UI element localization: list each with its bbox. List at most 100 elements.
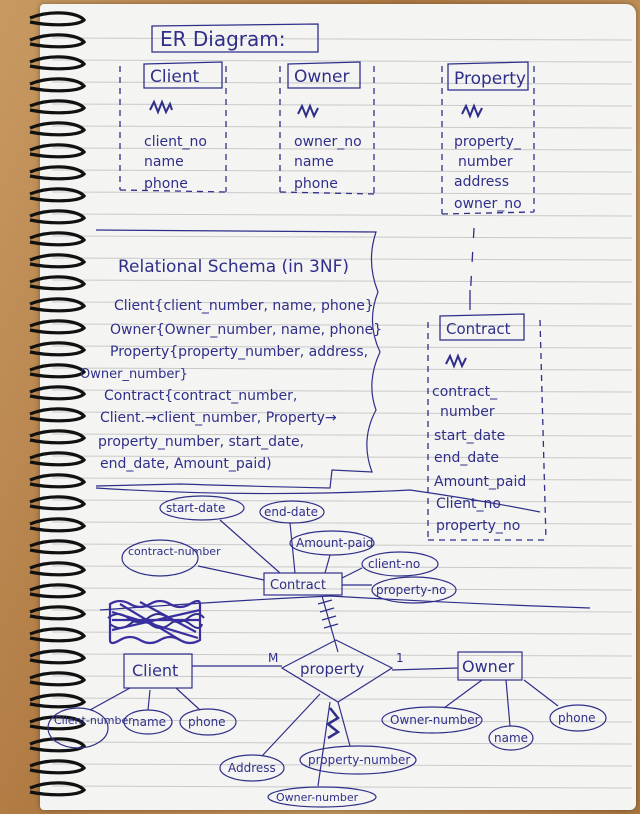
client-field-3: phone bbox=[144, 176, 188, 192]
spiral-coil bbox=[29, 583, 87, 599]
ruled-lines bbox=[51, 37, 633, 789]
contract-field-3: start_date bbox=[434, 428, 505, 444]
spiral-coil bbox=[29, 737, 87, 753]
ruled-line bbox=[51, 235, 633, 239]
spiral-coil bbox=[29, 539, 87, 555]
ruled-line bbox=[51, 81, 633, 85]
ruled-line bbox=[51, 719, 633, 723]
spiral-coil bbox=[29, 451, 87, 467]
spiral-coil bbox=[29, 693, 87, 709]
schema-heading: Relational Schema (in 3NF) bbox=[118, 257, 349, 277]
ruled-line bbox=[51, 323, 633, 327]
contract-field-1: contract_ bbox=[432, 384, 498, 400]
spiral-coil bbox=[29, 143, 87, 159]
ruled-line bbox=[51, 301, 633, 305]
spiral-coil bbox=[29, 33, 87, 49]
entity-property-title: Property bbox=[454, 69, 526, 89]
attr-property-number: property-number bbox=[308, 753, 410, 767]
ruled-line bbox=[51, 763, 633, 767]
spiral-coil bbox=[29, 473, 87, 489]
relationship-label: property bbox=[300, 660, 364, 678]
ruled-line bbox=[51, 125, 633, 129]
scribbled-out-word bbox=[108, 599, 202, 645]
schema-line-7: property_number, start_date, bbox=[98, 434, 304, 450]
attr-client-no: client-no bbox=[368, 557, 420, 571]
entity-owner-title: Owner bbox=[294, 67, 350, 87]
spiral-coil bbox=[29, 671, 87, 687]
contract-entity-title: Contract bbox=[446, 320, 511, 338]
spiral-coil bbox=[29, 187, 87, 203]
schema-line-6: Client.→client_number, Property→ bbox=[100, 410, 337, 426]
ruled-line bbox=[51, 675, 633, 679]
ruled-line bbox=[51, 103, 633, 107]
ruled-line bbox=[51, 147, 633, 151]
client-field-1: client_no bbox=[144, 134, 207, 150]
attr-property-owner-number: Owner-number bbox=[276, 791, 359, 804]
ruled-line bbox=[51, 411, 633, 415]
owner-box-label: Owner bbox=[462, 657, 515, 676]
ruled-line bbox=[51, 367, 633, 371]
cardinality-m: M bbox=[268, 651, 278, 665]
contract-field-4: end_date bbox=[434, 450, 499, 466]
page-title: ER Diagram: bbox=[160, 27, 286, 51]
spiral-coil bbox=[29, 99, 87, 115]
attr-client-number: Client-number bbox=[54, 714, 133, 727]
attr-contract-number: contract-number bbox=[128, 545, 221, 558]
schema-frame bbox=[95, 229, 381, 489]
spiral-coil bbox=[29, 407, 87, 423]
property-field-3: address bbox=[454, 174, 509, 190]
contract-box-label: Contract bbox=[270, 578, 326, 593]
ruled-line bbox=[51, 345, 633, 349]
schema-line-5: Contract{contract_number, bbox=[104, 388, 297, 404]
spiral-coil bbox=[29, 55, 87, 71]
property-field-2: number bbox=[458, 154, 513, 170]
ruled-line bbox=[51, 631, 633, 635]
schema-line-8: end_date, Amount_paid) bbox=[100, 456, 272, 472]
ruled-line bbox=[51, 543, 633, 547]
spiral-coil bbox=[29, 363, 87, 379]
spiral-coil bbox=[29, 209, 87, 225]
ruled-line bbox=[51, 37, 633, 41]
attr-owner-name: name bbox=[494, 731, 528, 745]
ruled-line bbox=[51, 389, 633, 393]
property-field-1: property_ bbox=[454, 134, 522, 150]
ruled-line bbox=[51, 257, 633, 261]
ruled-line bbox=[51, 59, 633, 63]
ruled-line bbox=[51, 609, 633, 613]
attr-start-date: start-date bbox=[166, 501, 225, 515]
attr-owner-number: Owner-number bbox=[390, 713, 480, 727]
ruled-line bbox=[51, 499, 633, 503]
schema-line-2: Owner{Owner_number, name, phone} bbox=[110, 322, 382, 338]
contract-field-2: number bbox=[440, 404, 495, 420]
ruled-line bbox=[51, 477, 633, 481]
spiral-coil bbox=[29, 517, 87, 533]
spiral-coil bbox=[29, 11, 87, 27]
ruled-line bbox=[51, 785, 633, 789]
spiral-coil bbox=[29, 429, 87, 445]
ruled-line bbox=[51, 279, 633, 283]
client-box-label: Client bbox=[132, 661, 178, 680]
schema-line-1: Client{client_number, name, phone} bbox=[114, 298, 374, 314]
schema-line-3: Property{property_number, address, bbox=[110, 344, 368, 360]
spiral-coil bbox=[29, 495, 87, 511]
ruled-line bbox=[51, 565, 633, 569]
ruled-line bbox=[51, 741, 633, 745]
spiral-coil bbox=[29, 275, 87, 291]
spiral-coil bbox=[29, 781, 87, 797]
attr-end-date: end-date bbox=[264, 505, 318, 519]
attr-amount-paid: Amount-paid bbox=[296, 536, 373, 550]
ruled-line bbox=[51, 433, 633, 437]
spiral-coil bbox=[29, 297, 87, 313]
owner-field-3: phone bbox=[294, 176, 338, 192]
owner-field-1: owner_no bbox=[294, 134, 362, 150]
owner-field-2: name bbox=[294, 154, 334, 170]
spiral-coil bbox=[29, 121, 87, 137]
cardinality-1: 1 bbox=[396, 651, 404, 665]
spiral-coil bbox=[29, 649, 87, 665]
property-field-4: owner_no bbox=[454, 196, 522, 212]
client-field-2: name bbox=[144, 154, 184, 170]
contract-field-7: property_no bbox=[436, 518, 520, 534]
ruled-line bbox=[51, 521, 633, 525]
